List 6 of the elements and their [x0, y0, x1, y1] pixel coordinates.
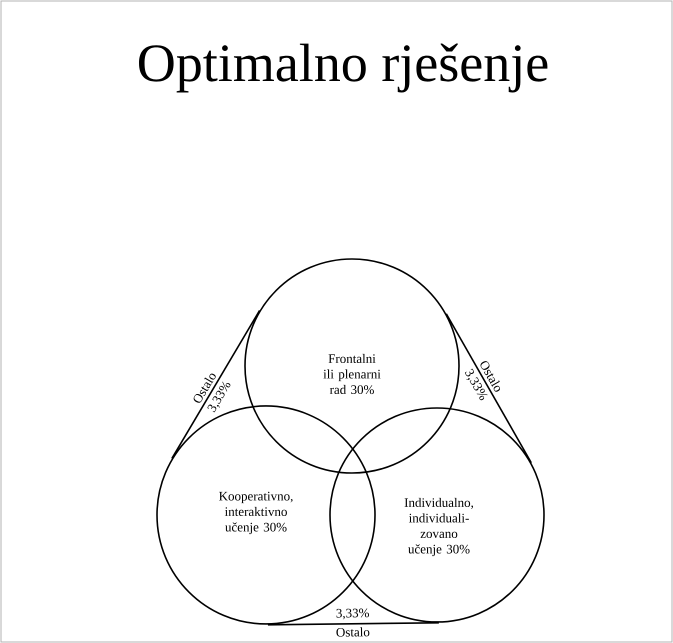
segment-label: Ostalo — [336, 627, 370, 637]
tangent-line — [268, 622, 439, 626]
segment-label: 3,33% — [336, 608, 370, 620]
tangent-line — [446, 313, 532, 464]
title: Optimalno rješenje — [139, 43, 548, 93]
tangent-line — [171, 310, 260, 459]
